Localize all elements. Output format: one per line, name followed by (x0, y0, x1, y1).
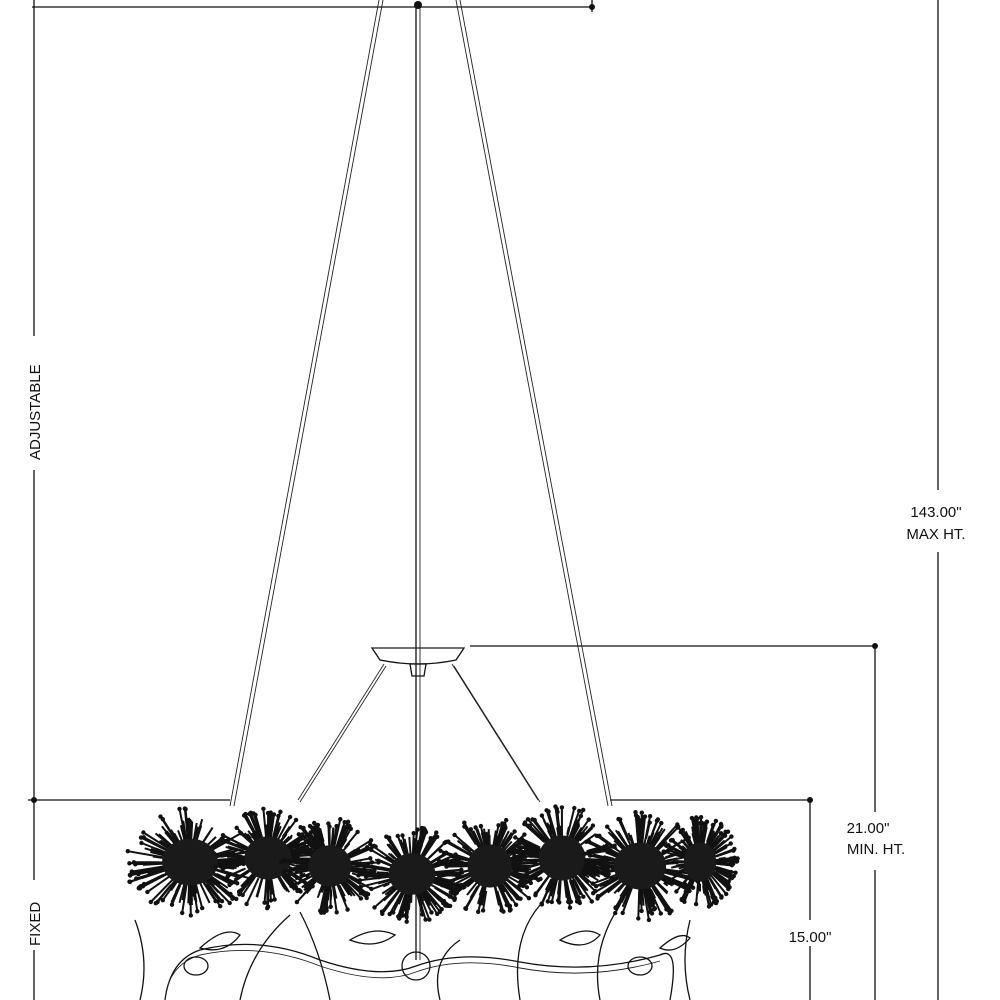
center-hub (297, 647, 541, 803)
body-height-value: 15.00" (789, 929, 832, 946)
fixed-label: FIXED (27, 902, 44, 946)
body-height-rail (610, 797, 813, 1000)
suspension-cables (229, 0, 613, 960)
max-height-value: 143.00" (910, 504, 961, 521)
min-height-value: 21.00" (847, 820, 890, 837)
adjustable-label: ADJUSTABLE (27, 364, 44, 460)
min-height-label: MIN. HT. (847, 841, 905, 858)
chandelier-branches (134, 904, 691, 1000)
chandelier-foliage (125, 804, 740, 924)
max-height-label: MAX HT. (906, 526, 965, 543)
min-height-rail (470, 643, 878, 1000)
top-dimension-line (32, 0, 595, 12)
left-dimension-rail (28, 0, 230, 1000)
